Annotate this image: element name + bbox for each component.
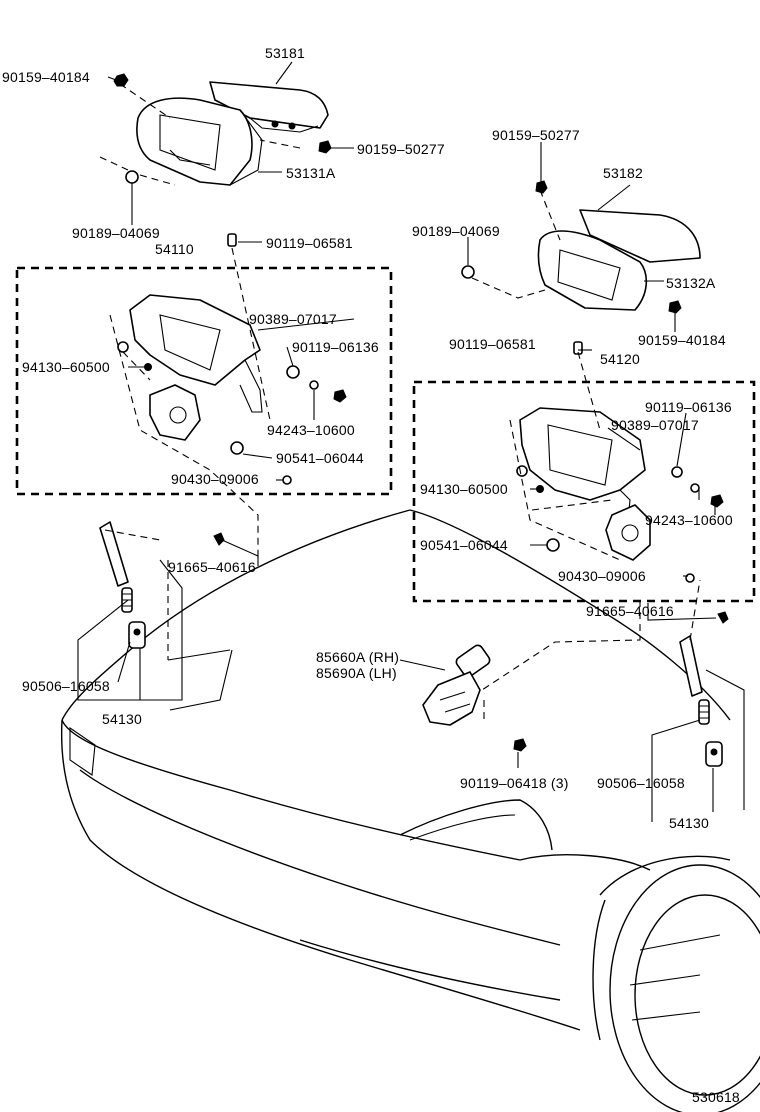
label-90119-06581-left: 90119–06581 [266,235,353,251]
right-bolt-90159-50277 [535,180,548,194]
label-90541-06044-right: 90541–06044 [420,537,508,553]
label-53181: 53181 [265,45,305,61]
label-91665-40616-left: 91665–40616 [168,559,256,575]
label-90159-50277-left: 90159–50277 [357,141,445,157]
label-90430-09006-left: 90430–09006 [171,471,259,487]
label-90430-09006-right: 90430–09006 [558,568,646,584]
left-bolt-90159-50277 [318,140,332,154]
label-90506-16058-right: 90506–16058 [597,775,685,791]
label-90159-50277-right: 90159–50277 [492,127,580,143]
left-link-rod-assembly [99,521,146,649]
label-94130-60500-left: 94130–60500 [22,359,110,375]
label-90119-06136-left: 90119–06136 [292,339,379,355]
label-53131A: 53131A [286,165,336,181]
left-actuator-bracket [129,294,263,441]
label-90189-04069-left: 90189–04069 [72,225,160,241]
part-labels: 53181 90159–40184 90159–50277 53131A 901… [2,45,740,1105]
label-94243-10600-right: 94243–10600 [645,512,733,528]
diagram-id: 530618 [692,1089,740,1105]
label-90119-06581-right: 90119–06581 [449,336,536,352]
label-54120: 54120 [600,351,640,367]
left-nut-90189-04069 [125,170,139,184]
right-actuator-bracket [519,407,651,561]
label-91665-40616-right: 91665–40616 [586,603,674,619]
right-headlamp-cover [537,209,701,311]
center-switch-assembly [422,644,527,752]
left-small-hardware [117,233,347,546]
label-90506-16058-left: 90506–16058 [22,678,110,694]
label-54130-right: 54130 [669,815,709,831]
right-bolt-90159-40184 [668,300,682,314]
label-90159-40184-top: 90159–40184 [2,69,90,85]
label-85660A: 85660A (RH) [316,649,399,665]
label-90389-07017-right: 90389–07017 [611,417,699,433]
leader-lines [77,61,745,822]
label-54130-left: 54130 [102,711,142,727]
right-link-rod-assembly [679,635,723,767]
left-assembly-box [15,266,393,496]
label-90541-06044-left: 90541–06044 [276,450,364,466]
label-53132A: 53132A [666,275,716,291]
label-53182: 53182 [603,165,643,181]
car-body-outline [60,509,760,1112]
left-headlamp-cover [136,81,329,186]
label-85690A: 85690A (LH) [316,665,397,681]
label-54110: 54110 [155,241,194,257]
label-94130-60500-right: 94130–60500 [420,481,508,497]
label-90189-04069-right: 90189–04069 [412,223,500,239]
label-90119-06418: 90119–06418 (3) [460,775,569,791]
label-94243-10600-left: 94243–10600 [267,422,355,438]
left-bolt-90159-40184 [113,73,129,87]
label-90389-07017-left: 90389–07017 [249,311,337,327]
label-90159-40184-right: 90159–40184 [638,332,726,348]
right-assembly-box [412,380,756,603]
right-nut-90189-04069 [461,265,475,279]
label-90119-06136-right: 90119–06136 [645,399,732,415]
